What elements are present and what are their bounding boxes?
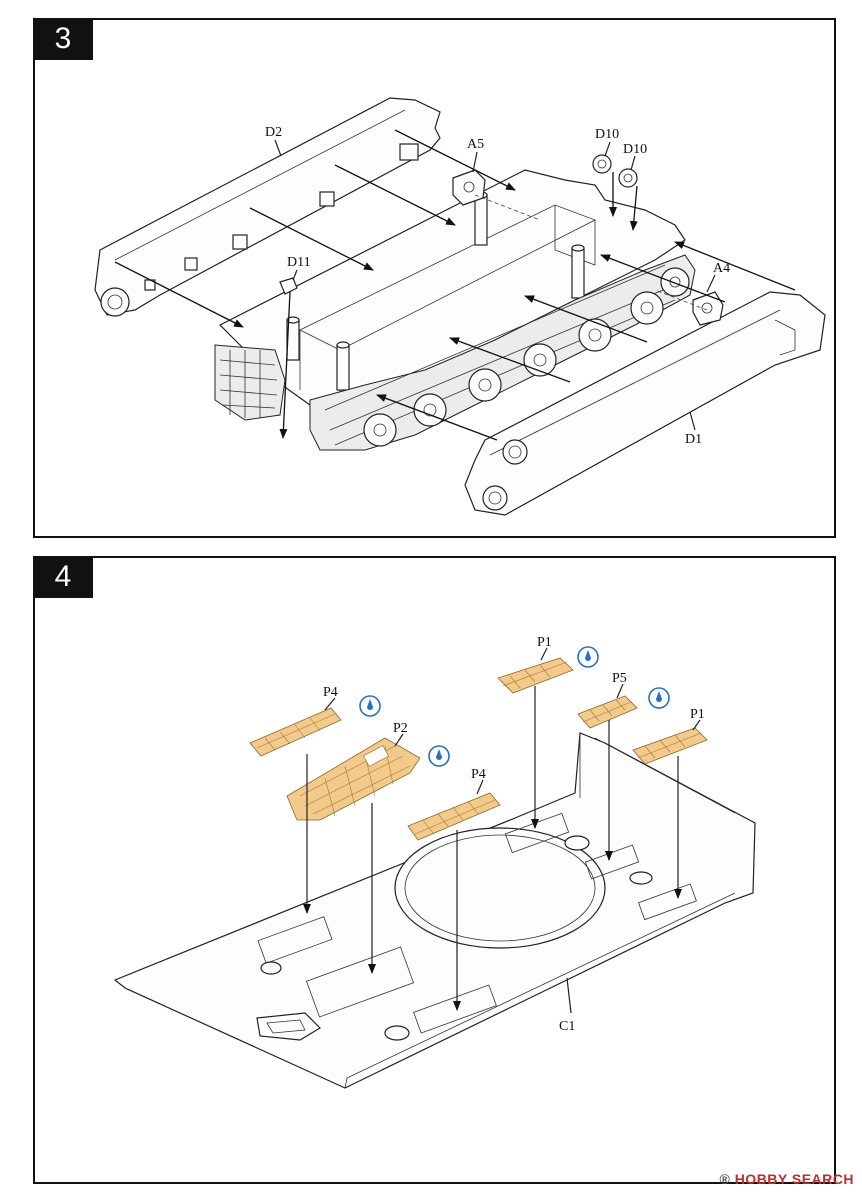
assembly-arrow: [629, 185, 638, 231]
glue-icon-1: [359, 695, 381, 717]
label-d1: D1: [685, 432, 702, 447]
left-track-assembly: [214, 344, 286, 421]
watermark-brand: HOBBY SEARCH: [734, 1171, 854, 1187]
part-d2-side-plate: [94, 97, 441, 317]
right-track-assembly: [309, 254, 696, 451]
assembly-arrow: [279, 291, 291, 439]
assembly-arrow: [524, 295, 648, 343]
step-3-diagram: D2 A5 D10 D10 D11 A4 D1: [94, 97, 826, 516]
assembly-arrow: [449, 337, 571, 383]
part-p2: [286, 737, 421, 821]
step-4-diagram: P4 P2 P4 P1 P5 P1 C1: [113, 635, 756, 1089]
label-a4: A4: [713, 261, 730, 276]
part-d1-side-plate: [464, 291, 826, 516]
glue-icon-2: [428, 745, 450, 767]
step-3-panel: 3: [33, 18, 836, 538]
glue-icon-4: [648, 687, 670, 709]
label-p2: P2: [393, 721, 408, 736]
part-p1-top: [497, 657, 574, 694]
label-d2: D2: [265, 125, 282, 140]
assembly-arrow: [376, 394, 498, 441]
part-p5: [577, 695, 638, 729]
label-d11: D11: [287, 255, 311, 270]
part-d11: [279, 277, 298, 295]
assembly-arrow: [114, 261, 244, 328]
step-number-badge: 3: [33, 18, 93, 60]
label-a5: A5: [467, 137, 484, 152]
hull-lower-body: [218, 169, 686, 421]
watermark: ® HOBBY SEARCH: [719, 1171, 854, 1187]
part-d10-pair: [592, 154, 638, 188]
glue-icon-3: [577, 646, 599, 668]
part-a4: [692, 291, 724, 326]
label-p5: P5: [612, 671, 627, 686]
part-p4-center: [407, 792, 501, 841]
part-p1-right: [632, 727, 708, 765]
label-d10-second: D10: [623, 142, 647, 157]
part-c1-hull-floor: [113, 732, 756, 1089]
step-4-panel: 4: [33, 556, 836, 1184]
assembly-arrow: [249, 207, 374, 271]
label-p4-left: P4: [323, 685, 338, 700]
assembly-arrow: [334, 164, 456, 226]
assembly-arrow: [394, 129, 516, 191]
step-number-badge: 4: [33, 556, 93, 598]
part-p4-left: [249, 707, 342, 757]
registered-icon: ®: [719, 1171, 731, 1187]
label-p4-center: P4: [471, 767, 486, 782]
label-p1-right: P1: [690, 707, 705, 722]
label-d10-first: D10: [595, 127, 619, 142]
label-c1: C1: [559, 1019, 575, 1034]
label-p1-top: P1: [537, 635, 552, 650]
assembly-arrow: [600, 254, 726, 303]
assembly-arrow: [674, 241, 796, 291]
